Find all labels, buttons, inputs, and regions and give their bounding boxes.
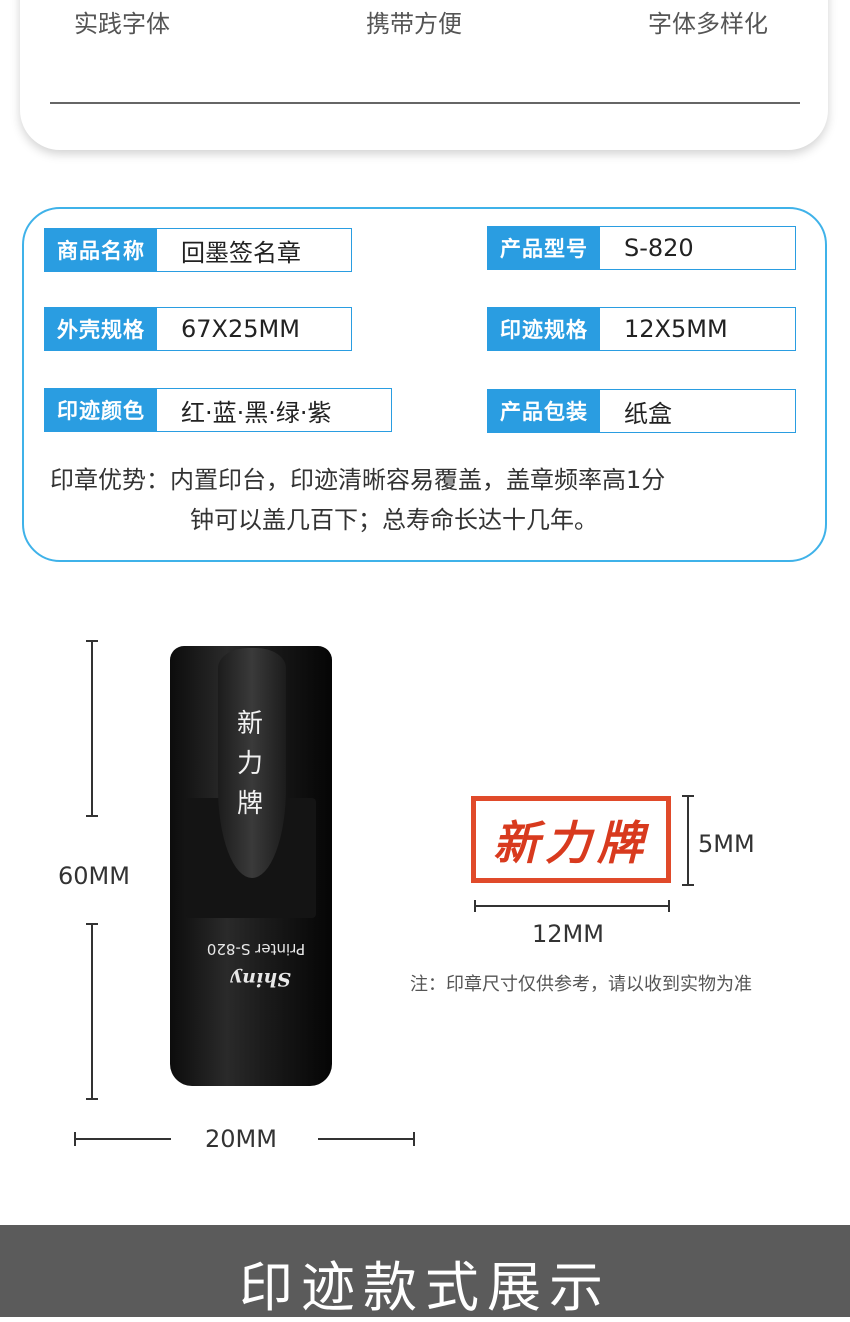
size-note: 注：印章尺寸仅供参考，请以收到实物为准 <box>410 974 752 995</box>
stamp-impression: 新力牌 <box>471 796 671 883</box>
advantage-line-2: 钟可以盖几百下；总寿命长达十几年。 <box>190 506 598 534</box>
spec-row-product-name: 商品名称 回墨签名章 <box>44 228 352 272</box>
impression-height-line <box>687 795 689 885</box>
feature-font-variety: 字体多样化 <box>648 10 768 38</box>
device-logo: Shiny <box>231 968 291 990</box>
spec-label: 产品包装 <box>488 390 600 432</box>
height-tick-upper-end <box>86 815 98 817</box>
spec-row-packaging: 产品包装 纸盒 <box>487 389 796 433</box>
height-line-lower <box>91 923 93 1099</box>
device-brand-text: 新力牌 <box>236 709 263 819</box>
spec-value: S-820 <box>600 227 795 269</box>
spec-value: 红·蓝·黑·绿·紫 <box>157 389 391 431</box>
spec-label: 印迹规格 <box>488 308 600 350</box>
impression-width-label: 12MM <box>532 920 604 948</box>
impression-width-tick-right <box>668 900 670 912</box>
banner-title: 印迹款式展示 <box>239 1256 611 1319</box>
spec-value: 12X5MM <box>600 308 795 350</box>
stamp-device-clip <box>218 648 286 878</box>
impression-height-tick-bottom <box>682 884 694 886</box>
device-model-text: Printer S-820 <box>206 940 306 958</box>
feature-divider <box>50 102 800 104</box>
spec-label: 外壳规格 <box>45 308 157 350</box>
stamp-advantage: 印章优势：内置印台，印迹清晰容易覆盖，盖章频率高1分 钟可以盖几百下；总寿命长达… <box>50 460 790 540</box>
spec-row-shell-size: 外壳规格 67X25MM <box>44 307 352 351</box>
height-tick-bottom <box>86 1098 98 1100</box>
height-line-upper <box>91 640 93 816</box>
advantage-line-1: 印章优势：内置印台，印迹清晰容易覆盖，盖章频率高1分 <box>50 466 666 494</box>
feature-portable: 携带方便 <box>366 10 462 38</box>
spec-label: 印迹颜色 <box>45 389 157 431</box>
width-tick-right <box>413 1132 415 1146</box>
spec-label: 商品名称 <box>45 229 157 271</box>
spec-value: 回墨签名章 <box>157 229 351 271</box>
feature-card <box>20 0 828 150</box>
spec-label: 产品型号 <box>488 227 600 269</box>
height-label: 60MM <box>58 862 130 890</box>
section-banner <box>0 1225 850 1317</box>
feature-practical-font: 实践字体 <box>74 10 170 38</box>
spec-row-model: 产品型号 S-820 <box>487 226 796 270</box>
width-label: 20MM <box>205 1125 277 1153</box>
spec-row-print-color: 印迹颜色 红·蓝·黑·绿·紫 <box>44 388 392 432</box>
spec-value: 纸盒 <box>600 390 795 432</box>
impression-text: 新力牌 <box>493 815 649 870</box>
spec-value: 67X25MM <box>157 308 351 350</box>
width-line-left <box>74 1138 171 1140</box>
spec-row-print-size: 印迹规格 12X5MM <box>487 307 796 351</box>
width-line-right <box>318 1138 415 1140</box>
impression-height-label: 5MM <box>698 830 755 858</box>
impression-width-line <box>474 905 670 907</box>
